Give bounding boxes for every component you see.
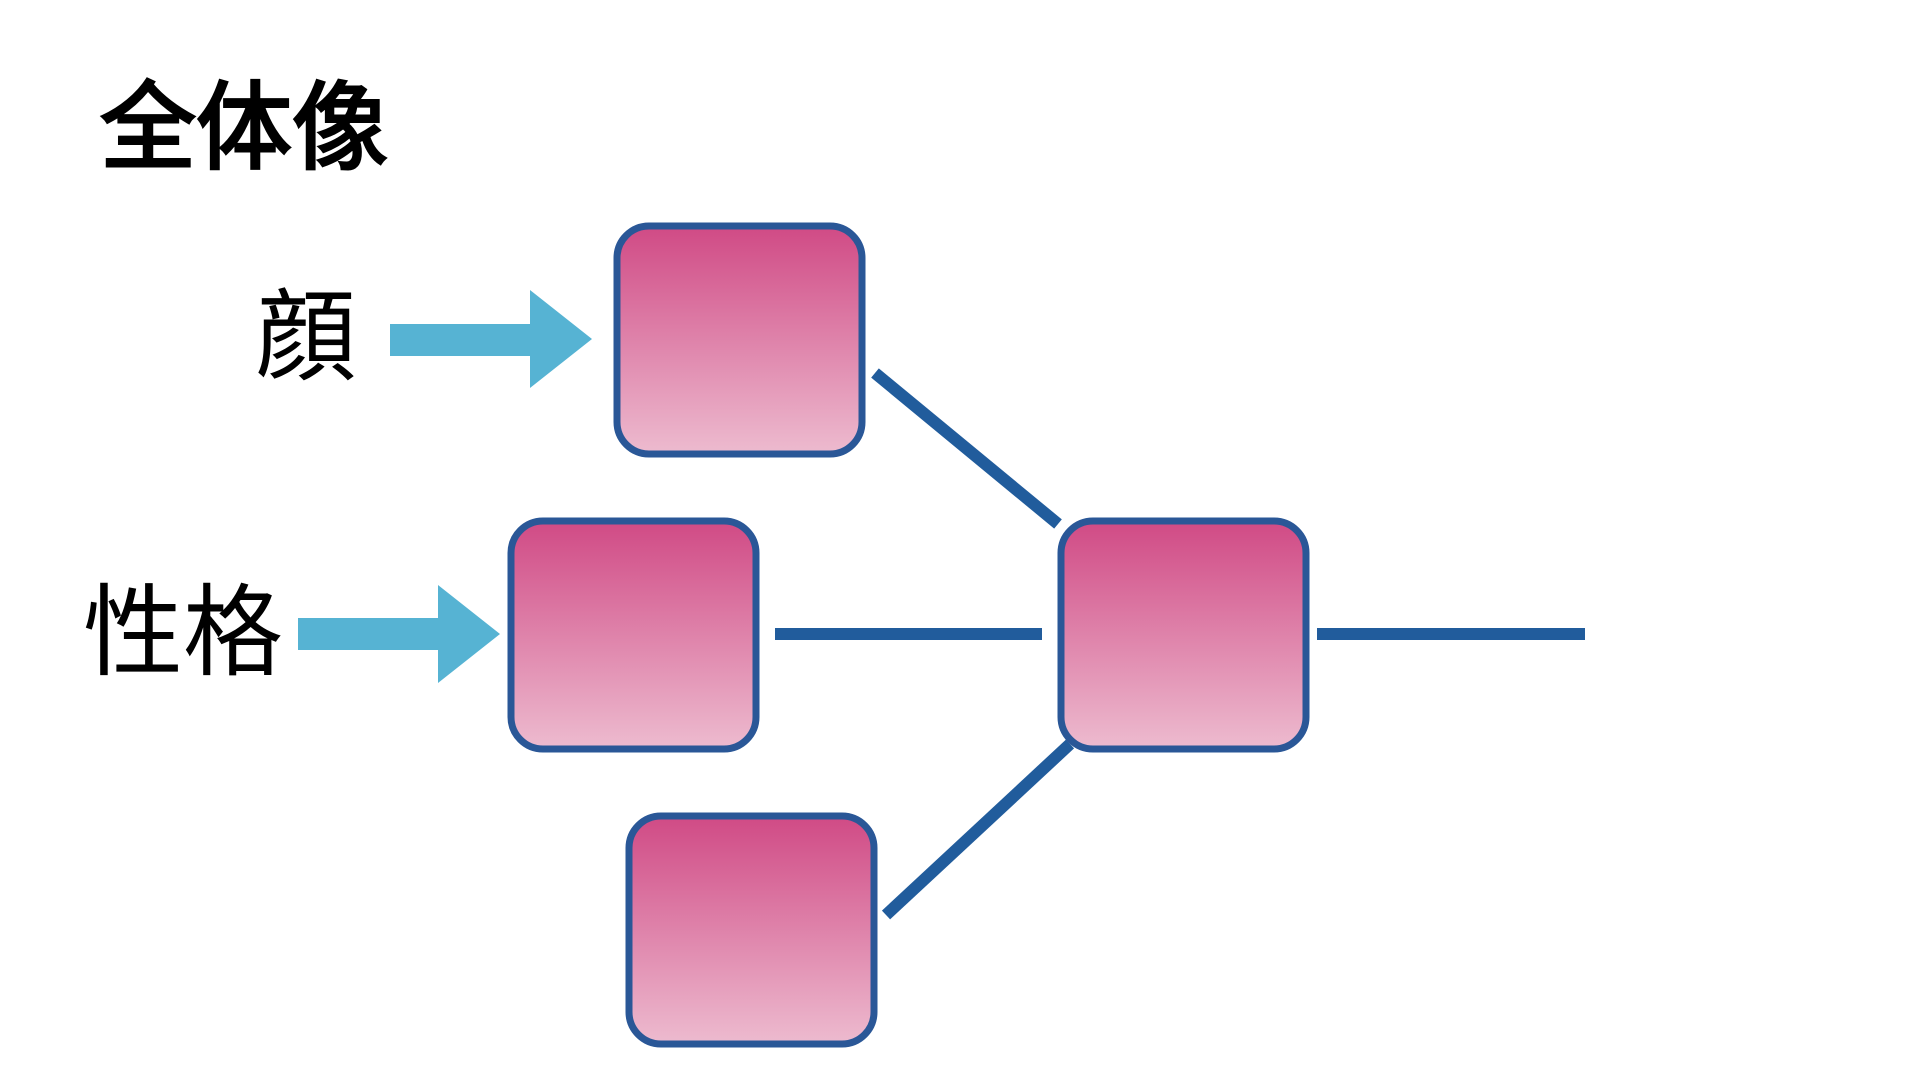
- arrow-personality: [298, 585, 500, 683]
- slide-title: 全体像: [100, 72, 388, 184]
- node-top: [613, 222, 866, 458]
- node-bottom: [625, 812, 878, 1048]
- node-middle: [507, 517, 760, 753]
- connector-bottom-to-output: [881, 739, 1075, 920]
- arrow-face: [390, 290, 592, 388]
- connector-top-to-output: [871, 368, 1062, 529]
- node-output: [1057, 517, 1310, 753]
- input-label-personality: 性格: [83, 574, 283, 691]
- input-label-face: 顔: [256, 279, 356, 396]
